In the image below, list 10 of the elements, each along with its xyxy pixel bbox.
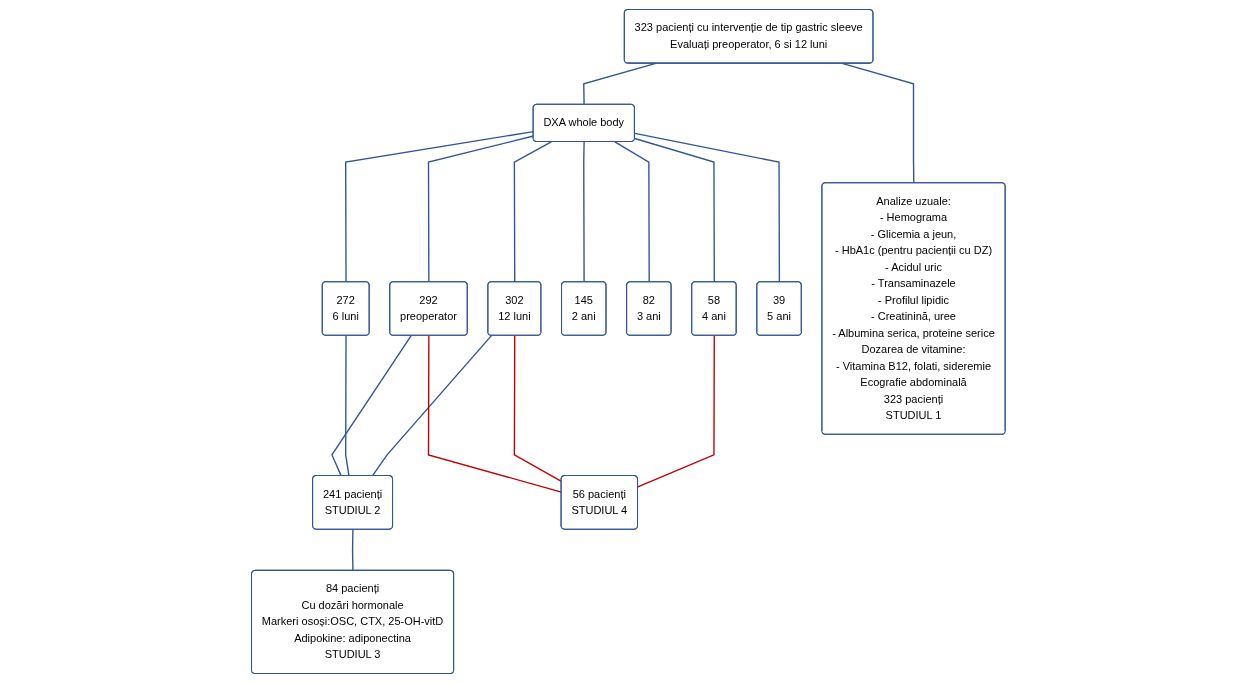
connector bbox=[371, 334, 493, 477]
connector bbox=[345, 334, 350, 477]
connector bbox=[331, 334, 413, 477]
connector bbox=[583, 141, 585, 283]
connector bbox=[637, 334, 716, 488]
connector bbox=[634, 132, 781, 283]
connector bbox=[513, 141, 553, 283]
connector bbox=[352, 528, 354, 572]
connector bbox=[634, 137, 716, 283]
connector bbox=[614, 141, 651, 283]
